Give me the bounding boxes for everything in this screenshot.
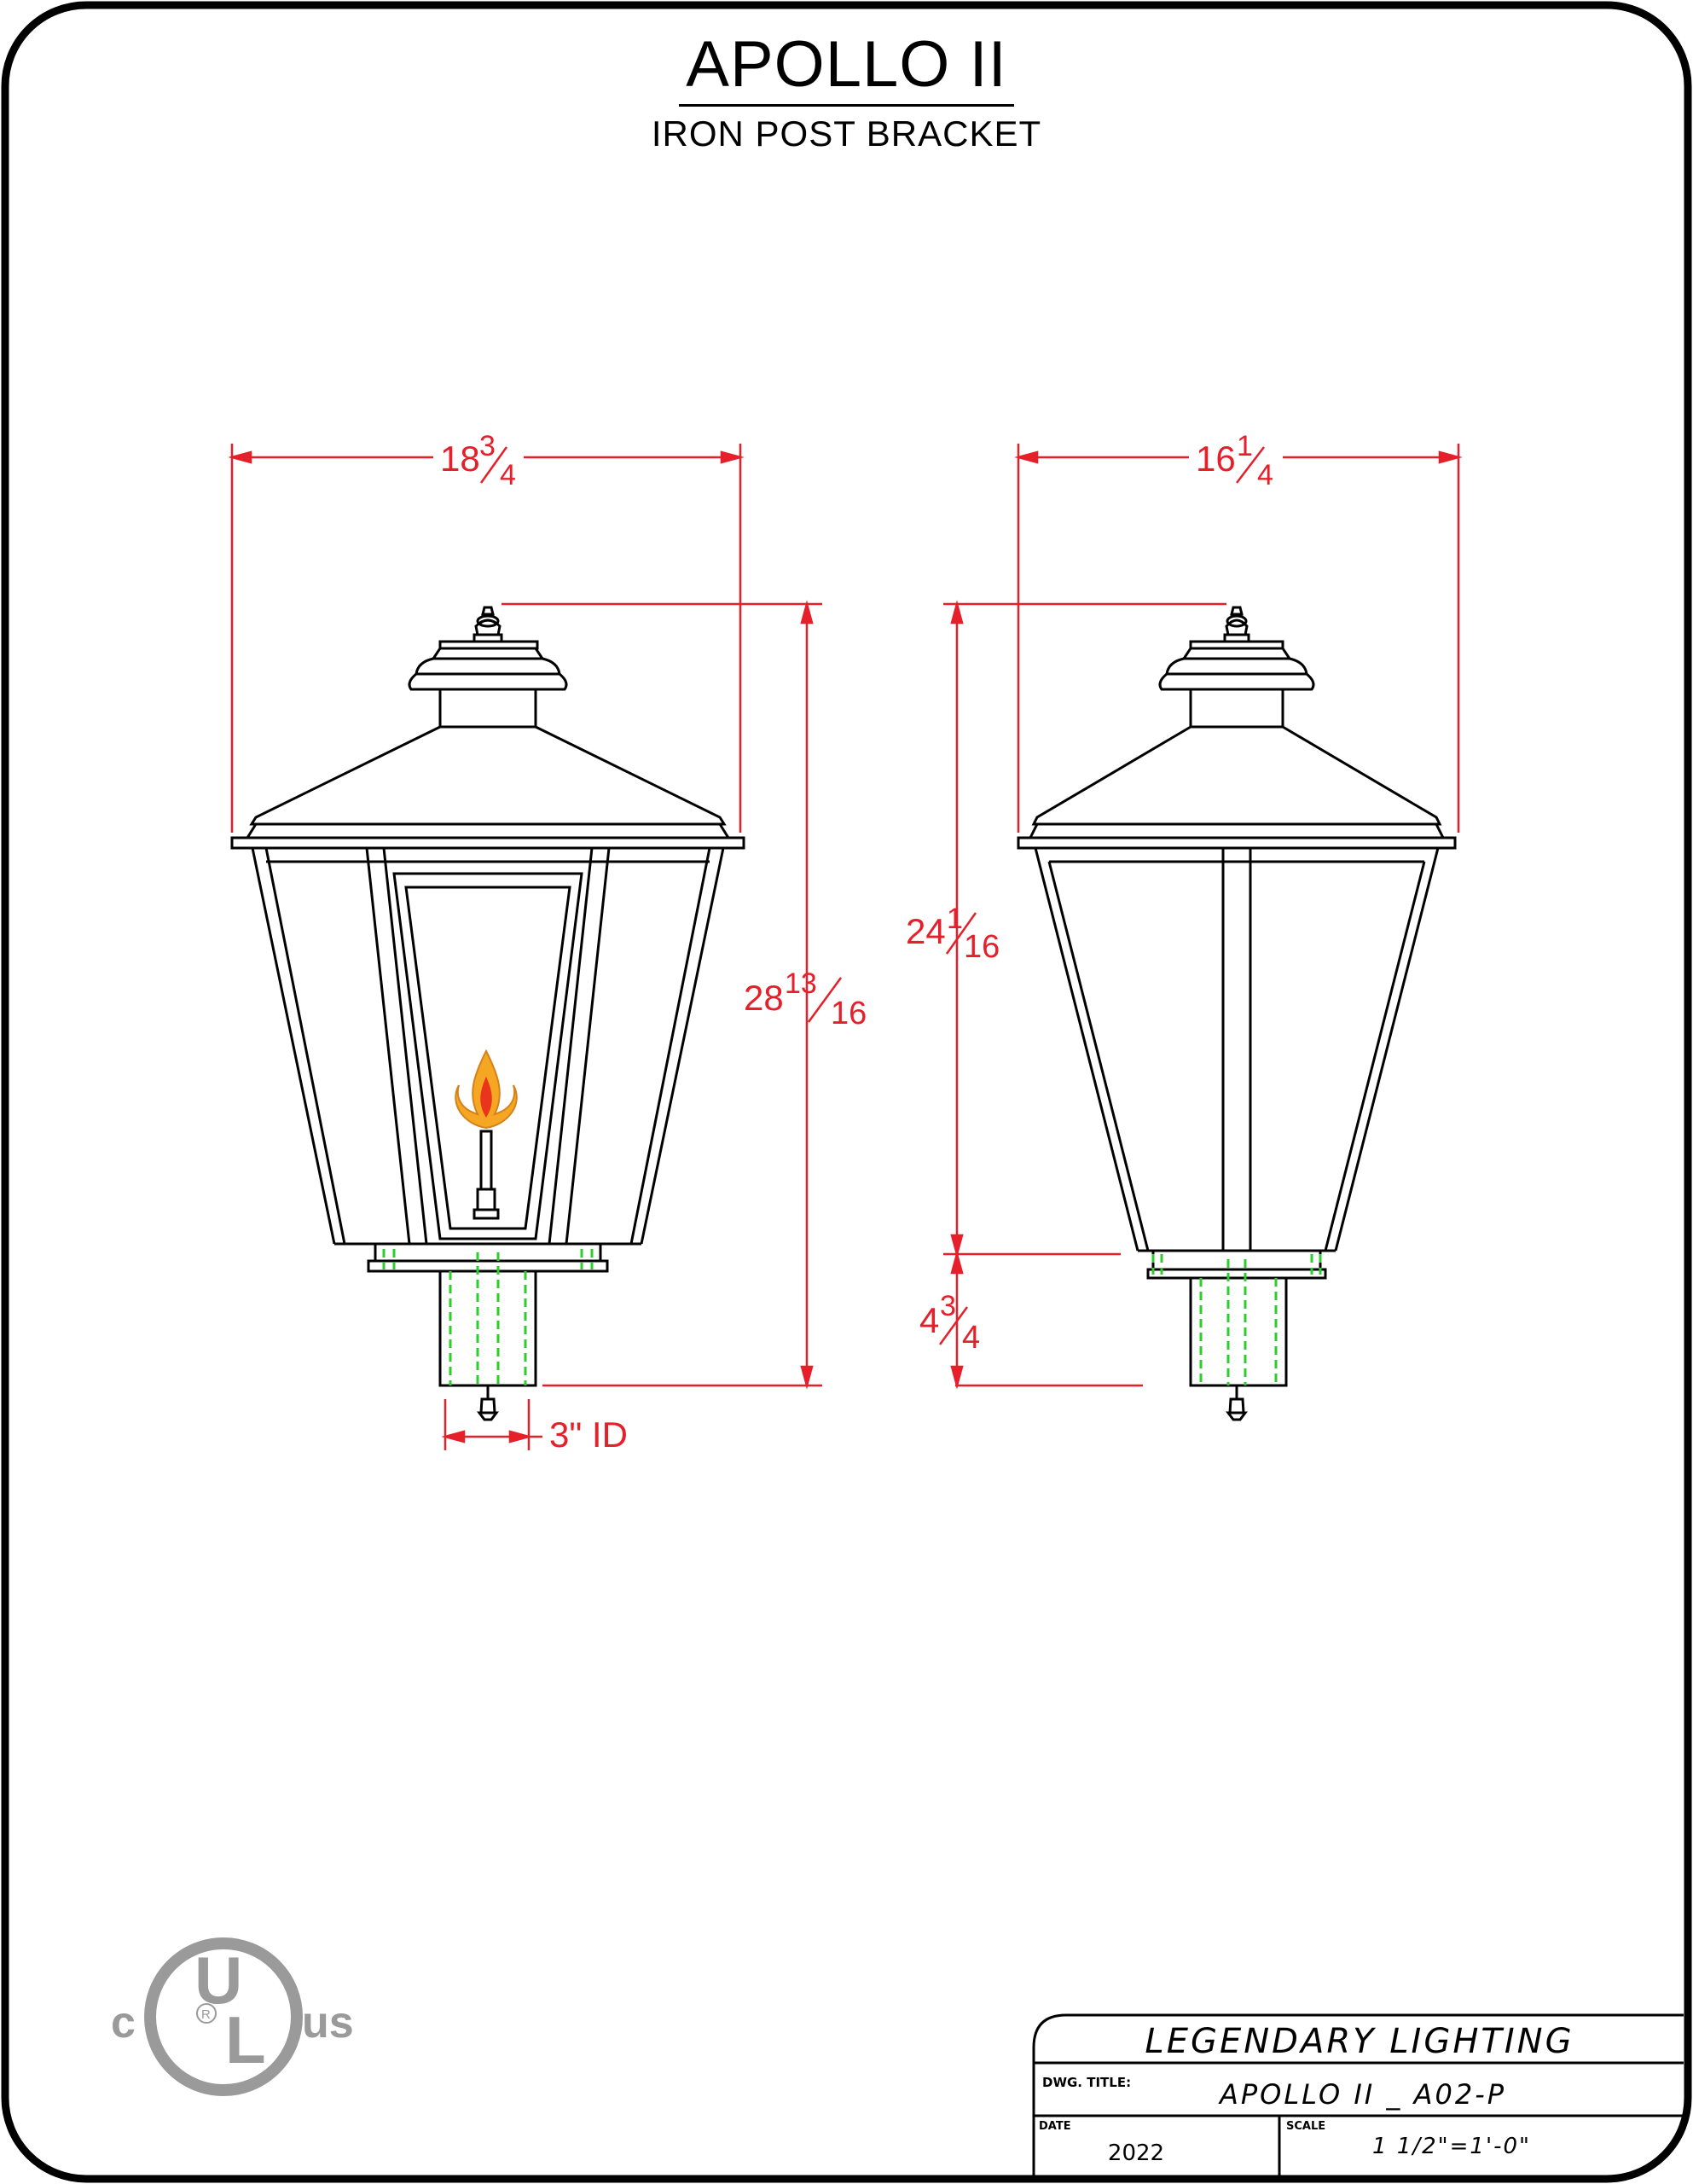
- page-subtitle: IRON POST BRACKET: [651, 113, 1042, 154]
- front-view-hidden-lines: [382, 1249, 594, 1385]
- ul-certification-logo: U L R c us: [111, 1937, 354, 2096]
- front-dimension-lines: [228, 444, 822, 1450]
- dwg-title-value: APOLLO II _ A02-P: [1218, 2078, 1506, 2111]
- front-height-num: 13: [785, 967, 817, 1000]
- front-width-dimension: 18 3 4: [440, 430, 516, 491]
- title-block: [1032, 2013, 1684, 2179]
- side-view-hidden-lines: [1151, 1254, 1322, 1385]
- date-value: 2022: [1108, 2140, 1164, 2166]
- page-title: APOLLO II: [679, 32, 1014, 107]
- front-height-dimension: 28 13 16: [744, 967, 867, 1031]
- ul-registered-mark: R: [201, 2007, 211, 2022]
- side-view-lantern: [1017, 606, 1457, 1421]
- ul-us-mark: us: [302, 1998, 354, 2048]
- side-height-num: 1: [947, 903, 963, 935]
- front-height-whole: 28: [744, 978, 784, 1018]
- side-width-dimension: 16 1 4: [1196, 430, 1273, 491]
- front-height-den: 16: [831, 996, 867, 1031]
- scale-value: 1 1/2"=1'-0": [1372, 2134, 1531, 2159]
- front-width-den: 4: [500, 459, 516, 491]
- flame-icon: [455, 1048, 518, 1130]
- date-label: DATE: [1039, 2120, 1071, 2133]
- side-width-num: 1: [1237, 430, 1253, 462]
- scale-label: SCALE: [1286, 2120, 1325, 2133]
- ul-c-mark: c: [111, 1998, 136, 2048]
- side-base-whole: 4: [919, 1300, 939, 1340]
- front-width-num: 3: [479, 430, 496, 462]
- side-base-den: 4: [962, 1320, 980, 1356]
- post-id-label: 3" ID: [549, 1414, 628, 1455]
- front-view-lantern: [230, 606, 745, 1421]
- side-base-dimension: 4 3 4: [919, 1290, 980, 1356]
- side-dimension-lines: [943, 444, 1463, 1390]
- heading-block: APOLLO II IRON POST BRACKET: [0, 32, 1693, 154]
- side-height-den: 16: [964, 929, 1000, 965]
- dwg-title-label: DWG. TITLE:: [1042, 2075, 1131, 2090]
- ul-letter-l: L: [225, 2002, 266, 2077]
- side-height-dimension: 24 1 16: [906, 903, 1000, 965]
- side-base-num: 3: [940, 1290, 956, 1322]
- side-height-whole: 24: [906, 911, 946, 951]
- company-name: LEGENDARY LIGHTING: [1145, 2022, 1574, 2061]
- side-width-den: 4: [1257, 459, 1273, 491]
- side-width-whole: 16: [1196, 439, 1236, 479]
- front-width-whole: 18: [440, 439, 480, 479]
